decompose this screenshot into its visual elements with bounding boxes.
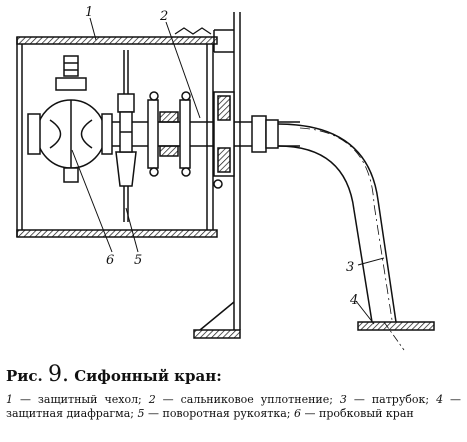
- part-number-2: 2: [159, 9, 168, 24]
- gland-seal: [147, 91, 235, 189]
- legend-num: 6: [294, 407, 302, 420]
- legend-num: 5: [137, 407, 145, 420]
- part-number-1: 1: [85, 5, 93, 20]
- part-number-6: 6: [106, 253, 114, 268]
- leader-lines: [71, 17, 385, 325]
- caption-legend: 1 — защитный чехол; 2 — сальниковое упло…: [6, 393, 461, 421]
- legend-text: — сальниковое уплотнение;: [162, 393, 333, 406]
- caption-title-text: Сифонный кран:: [74, 367, 222, 385]
- turning-handle: [115, 50, 137, 222]
- legend-num: 4: [436, 393, 444, 406]
- pipe: [108, 115, 300, 153]
- legend-text: — поворотная рукоятка;: [147, 407, 291, 420]
- part-number-3: 3: [346, 260, 354, 275]
- legend-text: — патрубок;: [353, 393, 430, 406]
- caption-fig-prefix: Рис.: [6, 367, 43, 385]
- caption-title: Рис. 9. Сифонный кран:: [6, 362, 461, 387]
- legend-num: 1: [6, 393, 13, 406]
- legend-text: — пробковый кран: [304, 407, 414, 420]
- plug-valve: [27, 55, 113, 183]
- protective-cover: [16, 27, 218, 238]
- caption-fig-number: 9.: [48, 362, 69, 387]
- part-number-5: 5: [134, 253, 142, 268]
- siphon-valve-diagram: 1 2 3 4 5 6: [16, 5, 435, 351]
- legend-num: 2: [148, 393, 156, 406]
- protective-diaphragm: [357, 321, 435, 331]
- legend-text: — защитный чехол;: [19, 393, 142, 406]
- part-number-4: 4: [349, 293, 358, 308]
- legend-text: — защитная диафрагма;: [6, 393, 462, 420]
- legend-num: 3: [339, 393, 347, 406]
- figure-caption: Рис. 9. Сифонный кран: 1 — защитный чехо…: [6, 362, 461, 421]
- outlet-pipe: [277, 123, 405, 351]
